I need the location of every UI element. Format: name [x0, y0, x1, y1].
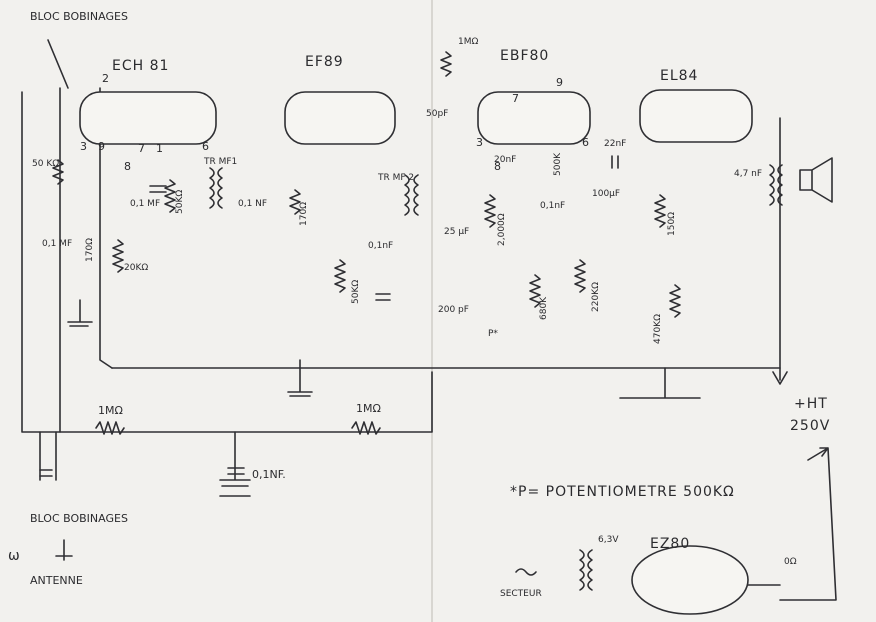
tube-ez80 [631, 545, 749, 615]
capacitor-label: 0,1nF [368, 241, 393, 251]
pin-label: 6 [202, 140, 209, 153]
resistor-label: 680K [539, 296, 549, 320]
resistor-label: 220KΩ [591, 282, 601, 312]
pin-label: 6 [582, 136, 589, 149]
capacitor-label: 50pF [426, 109, 448, 119]
tube-label-ez80: EZ80 [650, 536, 690, 552]
potentiometer-label: P* [488, 329, 498, 339]
tr-mf2-label: TR MF 2 [377, 173, 414, 183]
components [39, 51, 833, 591]
antenna-label: ANTENNE [30, 574, 83, 587]
pin-label: 2 [102, 72, 109, 85]
resistor-label: 150Ω [667, 212, 677, 236]
pin-label: 3 [80, 140, 87, 153]
resistor-label: 1MΩ [356, 402, 381, 415]
pin-label: 7 [512, 92, 519, 105]
pin-label: 9 [556, 76, 563, 89]
antenna-icon: ω [8, 548, 21, 564]
resistor-label: 50 KΩ [32, 159, 59, 169]
capacitor-label: 4,7 nF [734, 169, 762, 179]
resistor-label: 470KΩ [653, 314, 663, 344]
ht-voltage-label: 250V [790, 418, 830, 434]
tube-label-ef89: EF89 [305, 54, 344, 70]
resistor-label: 50KΩ [175, 190, 185, 214]
tube-el84 [639, 89, 753, 143]
resistor-label: 2,000Ω [497, 213, 507, 246]
capacitor-label: 0,1 MF [130, 199, 160, 209]
capacitor-label: 25 μF [444, 227, 469, 237]
capacitor-label: 0,1 MF [42, 239, 72, 249]
capacitor-label: 0,1NF. [252, 468, 286, 481]
resistor-label: 500K [553, 152, 563, 176]
circuit-wiring [21, 39, 837, 601]
potentiometer-note: *P= POTENTIOMETRE 500KΩ [510, 484, 735, 500]
resistor-label: 170Ω [299, 202, 309, 226]
tube-label-el84: EL84 [660, 68, 698, 84]
pin-label: 1 [156, 142, 163, 155]
capacitor-label: 100μF [592, 189, 620, 199]
tr-mf1-label: TR MF1 [203, 157, 237, 167]
capacitor-label: 20nF [494, 155, 516, 165]
pin-label: 8 [124, 160, 131, 173]
resistor-label: 0Ω [784, 557, 797, 567]
resistor-label: 50KΩ [351, 280, 361, 304]
tube-label-ebf80: EBF80 [500, 48, 549, 64]
bloc-bobinages-top-label: BLOC BOBINAGES [30, 10, 128, 23]
resistor-label: 170Ω [85, 238, 95, 262]
resistor-label: 1MΩ [458, 37, 478, 47]
tube-envelopes [79, 89, 753, 615]
capacitor-label: 0,1nF [540, 201, 565, 211]
capacitor-label: 0,1 NF [238, 199, 267, 209]
resistor-label: 1MΩ [98, 404, 123, 417]
secteur-label: SECTEUR [500, 589, 542, 599]
tube-ef89 [284, 91, 396, 145]
tube-ech81 [79, 91, 217, 145]
heater-voltage-label: 6,3V [598, 535, 619, 545]
tube-ebf80 [477, 91, 591, 145]
bloc-bobinages-bottom-label: BLOC BOBINAGES [30, 512, 128, 525]
resistor-label: 20KΩ [124, 263, 148, 273]
capacitor-label: 200 pF [438, 305, 469, 315]
capacitor-label: 22nF [604, 139, 626, 149]
ht-label: +HT [794, 396, 828, 412]
pin-label: 9 [98, 140, 105, 153]
pin-label: 3 [476, 136, 483, 149]
tube-label-ech81: ECH 81 [112, 58, 169, 74]
pin-label: 8 [494, 160, 501, 173]
pin-label: 7 [138, 142, 145, 155]
